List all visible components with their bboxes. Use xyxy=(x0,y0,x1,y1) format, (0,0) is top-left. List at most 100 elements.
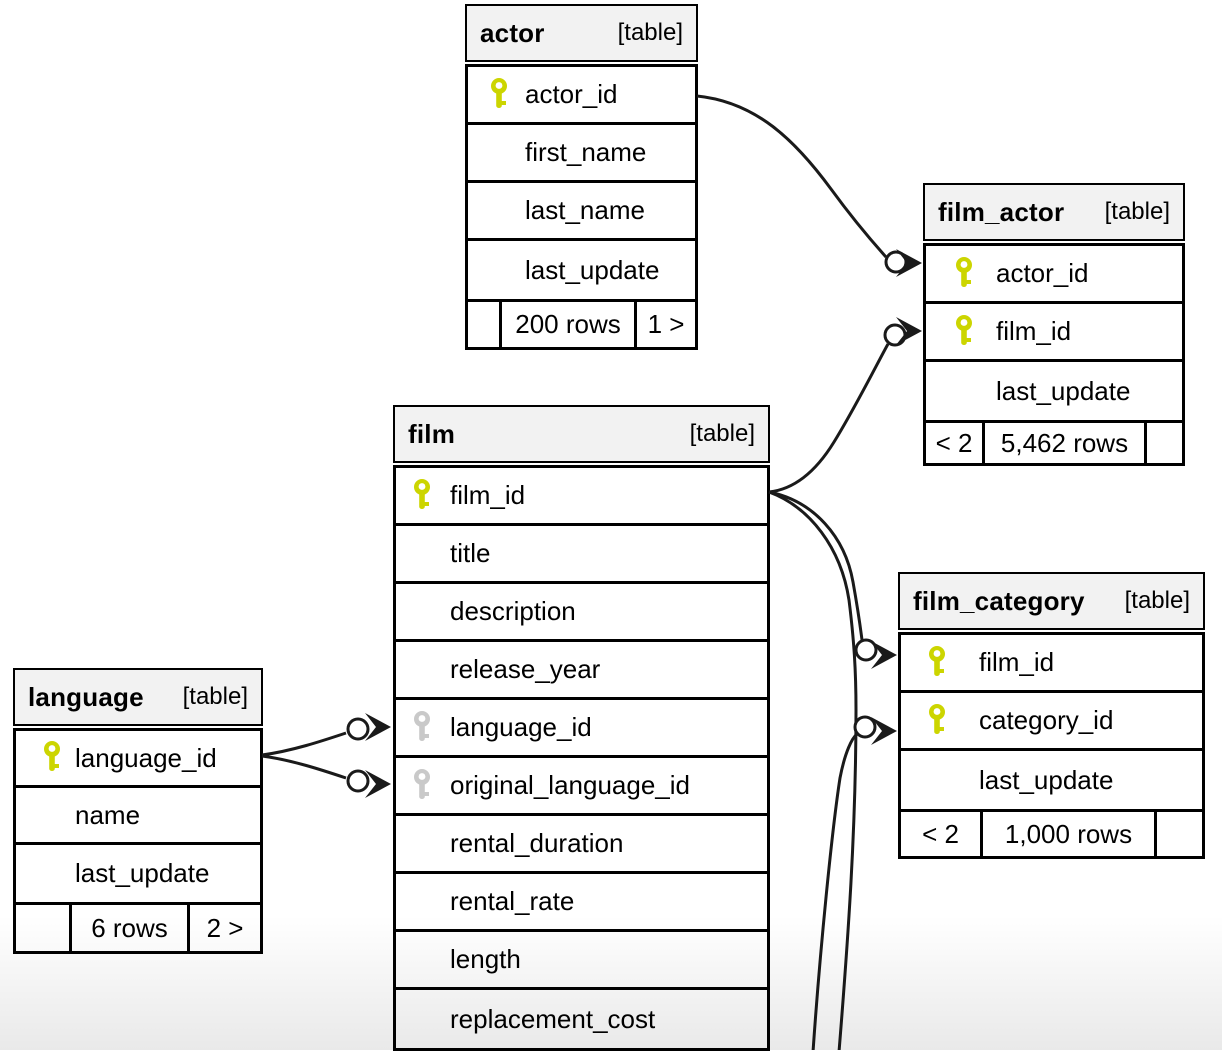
column-row-rental_rate: rental_rate xyxy=(396,874,767,932)
column-row-actor_id: actor_id xyxy=(926,246,1182,304)
column-row-actor_id: actor_id xyxy=(468,67,695,125)
table-film-category-header[interactable]: film_category [table] xyxy=(898,572,1205,630)
table-film-category-columns: film_id category_id last_update xyxy=(898,632,1205,812)
primary-key-icon xyxy=(41,740,63,776)
table-name: film_category xyxy=(913,585,1085,616)
table-film-header[interactable]: film [table] xyxy=(393,405,770,463)
footer-row-count: 6 rows xyxy=(69,902,190,954)
column-name: first_name xyxy=(525,137,647,167)
column-row-film_id: film_id xyxy=(901,635,1202,693)
zero-or-one-circle xyxy=(854,638,878,662)
column-row-film_id: film_id xyxy=(396,468,767,526)
primary-key-icon xyxy=(953,314,975,350)
relation-offscreen-to-film_category-category_id xyxy=(811,715,897,1050)
column-row-category_id: category_id xyxy=(901,693,1202,751)
footer-right-cell xyxy=(1154,809,1205,859)
column-name: category_id xyxy=(979,705,1114,735)
footer-right-cell xyxy=(1144,420,1185,466)
column-name: description xyxy=(450,596,576,626)
footer-related-in: < 2 xyxy=(923,420,985,466)
table-language: language [table] language_id name last_u… xyxy=(13,668,263,954)
table-film-actor: film_actor [table] actor_id film_id last… xyxy=(923,183,1185,466)
zero-or-one-circle xyxy=(884,250,908,274)
column-name: rental_duration xyxy=(450,828,624,858)
column-row-replacement_cost: replacement_cost xyxy=(396,990,767,1048)
column-name: language_id xyxy=(450,712,592,742)
column-row-name: name xyxy=(16,788,260,845)
foreign-key-icon xyxy=(411,768,433,804)
zero-or-one-circle xyxy=(853,715,877,739)
column-row-film_id: film_id xyxy=(926,304,1182,362)
crow-foot-arrow xyxy=(871,641,897,669)
table-actor-columns: actor_id first_name last_name last_updat… xyxy=(465,64,698,302)
table-film-columns: film_id title description release_year l… xyxy=(393,465,770,1051)
column-name: original_language_id xyxy=(450,770,690,800)
table-actor-header[interactable]: actor [table] xyxy=(465,4,698,62)
foreign-key-icon xyxy=(411,710,433,746)
column-name: last_update xyxy=(75,858,210,888)
table-type-tag: [table] xyxy=(1124,587,1190,614)
column-row-last_update: last_update xyxy=(468,241,695,299)
table-film-actor-columns: actor_id film_id last_update xyxy=(923,243,1185,423)
footer-row-count: 5,462 rows xyxy=(982,420,1147,466)
table-type-tag: [table] xyxy=(182,683,248,710)
table-film: film [table] film_id title description r… xyxy=(393,405,770,1051)
table-name: film xyxy=(408,418,456,449)
table-language-columns: language_id name last_update xyxy=(13,728,263,905)
column-row-rental_duration: rental_duration xyxy=(396,816,767,874)
relation-film-film_id-to-film_actor xyxy=(768,317,922,494)
column-name: actor_id xyxy=(996,258,1089,288)
table-language-footer: 6 rows 2 > xyxy=(13,902,263,954)
footer-related-in: < 2 xyxy=(898,809,983,859)
column-row-language_id: language_id xyxy=(16,731,260,788)
table-language-header[interactable]: language [table] xyxy=(13,668,263,726)
footer-related-out: 1 > xyxy=(634,299,698,350)
relation-film-film_id-to-film_category xyxy=(768,490,897,669)
zero-or-one-circle xyxy=(346,769,370,793)
primary-key-icon xyxy=(411,478,433,514)
column-name: replacement_cost xyxy=(450,1003,656,1034)
primary-key-icon xyxy=(953,256,975,292)
table-type-tag: [table] xyxy=(1104,198,1170,225)
zero-or-one-circle xyxy=(346,717,370,741)
zero-or-one-circle xyxy=(883,323,907,347)
column-row-release_year: release_year xyxy=(396,642,767,700)
relation-actor-actor_id-to-film_actor xyxy=(696,94,922,277)
column-row-last_update: last_update xyxy=(16,845,260,902)
footer-left-cell xyxy=(465,299,502,350)
table-film-actor-header[interactable]: film_actor [table] xyxy=(923,183,1185,241)
column-row-first_name: first_name xyxy=(468,125,695,183)
column-row-length: length xyxy=(396,932,767,990)
column-name: name xyxy=(75,799,141,830)
column-name: last_update xyxy=(979,764,1114,795)
table-actor: actor [table] actor_id first_name last_n… xyxy=(465,4,698,350)
table-type-tag: [table] xyxy=(617,19,683,46)
primary-key-icon xyxy=(926,703,948,739)
crow-foot-arrow xyxy=(365,713,391,741)
column-name: last_name xyxy=(525,195,645,225)
column-name: last_update xyxy=(996,375,1131,406)
column-row-description: description xyxy=(396,584,767,642)
relation-film-film_id-to-offscreen xyxy=(768,490,858,1050)
crow-foot-arrow xyxy=(871,717,897,745)
column-name: film_id xyxy=(450,480,526,510)
column-row-title: title xyxy=(396,526,767,584)
crow-foot-arrow xyxy=(365,770,391,798)
table-name: film_actor xyxy=(938,196,1065,227)
column-row-language_id: language_id xyxy=(396,700,767,758)
column-name: actor_id xyxy=(525,79,618,109)
table-film-actor-footer: < 2 5,462 rows xyxy=(923,420,1185,466)
column-row-last_name: last_name xyxy=(468,183,695,241)
column-name: film_id xyxy=(979,647,1055,677)
footer-row-count: 200 rows xyxy=(499,299,637,350)
column-name: length xyxy=(450,944,521,974)
column-row-last_update: last_update xyxy=(901,751,1202,809)
column-name: rental_rate xyxy=(450,886,575,916)
column-name: last_update xyxy=(525,254,660,285)
crow-foot-arrow xyxy=(896,317,922,345)
column-name: film_id xyxy=(996,316,1072,346)
footer-row-count: 1,000 rows xyxy=(980,809,1157,859)
table-actor-footer: 200 rows 1 > xyxy=(465,299,698,350)
table-name: actor xyxy=(480,17,545,48)
crow-foot-arrow xyxy=(896,249,922,277)
